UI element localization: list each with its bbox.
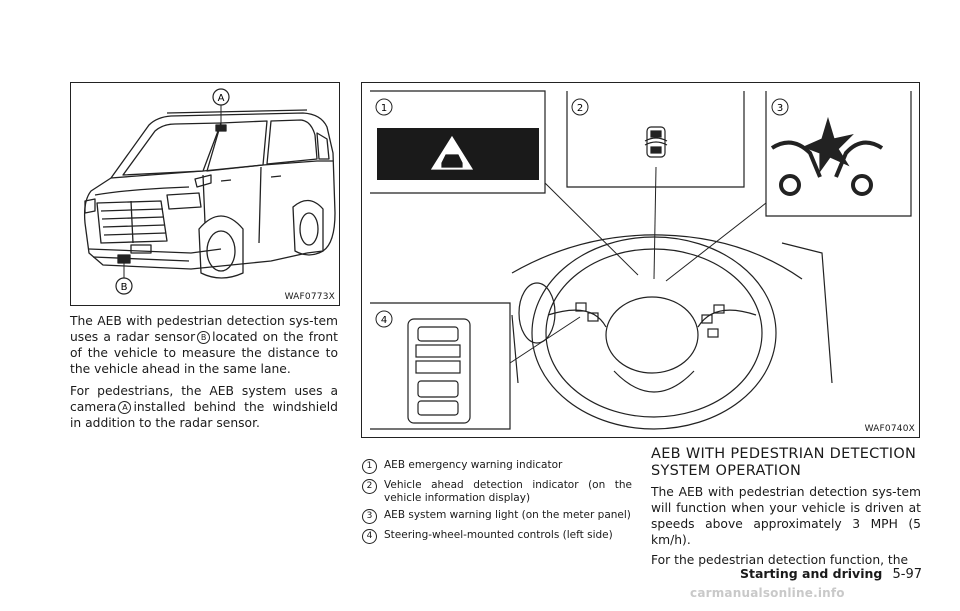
callout-4: 4 [381,315,387,326]
section-body: The AEB with pedestrian detection sys-te… [651,484,921,572]
radar-paragraph: The AEB with pedestrian detection sys-te… [70,314,338,376]
callout-2: 2 [577,103,583,114]
callout-a: A [218,93,225,104]
callout-b: B [121,282,128,293]
callout-3: 3 [777,103,783,114]
speed-paragraph: The AEB with pedestrian detection sys-te… [651,485,921,547]
legend-item: 1 AEB emergency warning indicator [362,459,632,474]
car-illustration: A B [83,88,336,295]
figure-code-right: WAF0740X [864,424,915,434]
left-column-text: The AEB with pedestrian detection sys-te… [70,313,338,437]
watermark: carmanualsonline.info [690,586,845,600]
page-footer: Starting and driving 5-97 [700,566,922,582]
dashboard-illustration: 1 2 3 4 [370,90,912,430]
pedestrian-paragraph: For the pedestrian detection function, t… [651,553,909,567]
legend-item: 2 Vehicle ahead detection indicator (on … [362,479,632,504]
marker-b: B [197,331,211,344]
footer-section-title: Starting and driving [739,566,883,581]
legend-item: 4 Steering-wheel-mounted controls (left … [362,529,632,544]
car-figure: A B WAF0773X [70,82,340,306]
figure-code-left: WAF0773X [284,292,335,302]
figure-legend: 1 AEB emergency warning indicator 2 Vehi… [362,459,632,549]
page-number: 5-97 [892,567,922,582]
section-heading: AEB WITH PEDESTRIAN DETECTION SYSTEM OPE… [651,446,917,479]
dashboard-figure: 1 2 3 4 WAF0740X [361,82,920,438]
callout-1: 1 [381,103,387,114]
legend-item: 3 AEB system warning light (on the meter… [362,509,632,524]
marker-a: A [118,401,132,414]
camera-paragraph: For pedestrians, the AEB system uses a c… [70,384,338,430]
